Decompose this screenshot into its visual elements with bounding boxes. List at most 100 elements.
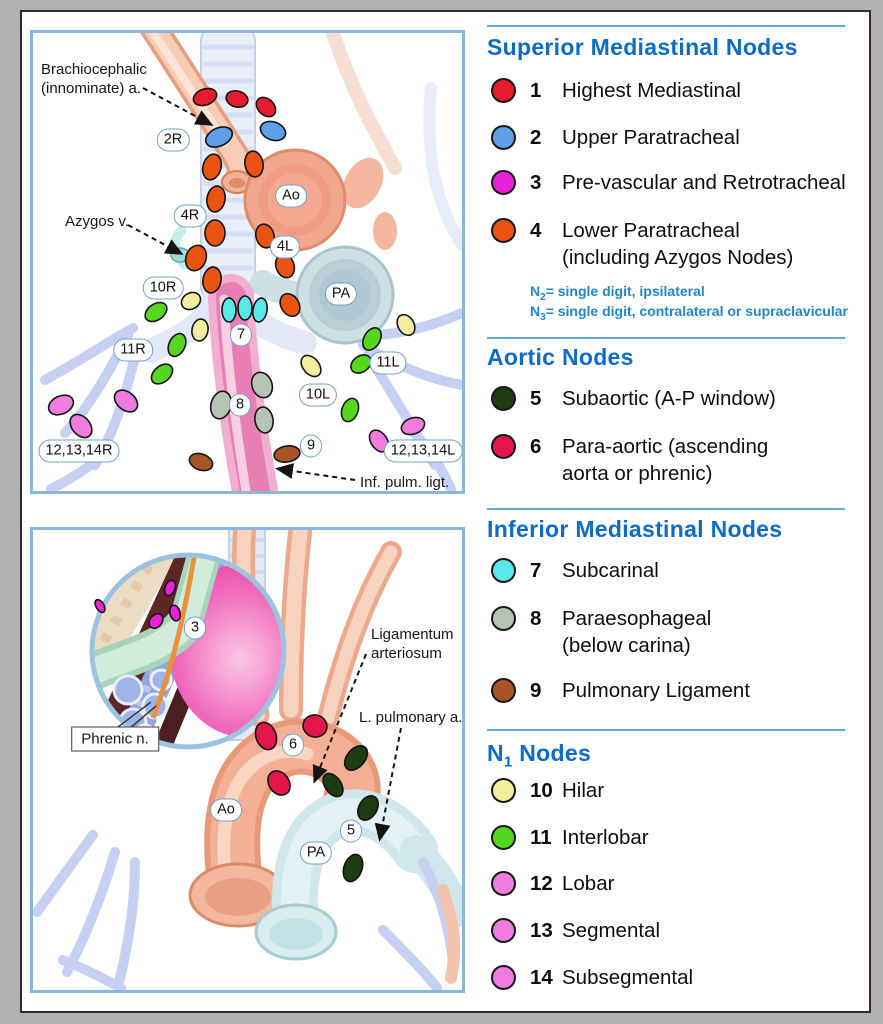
lymph-node-station-1 (225, 89, 249, 109)
pulmonary-artery (250, 245, 395, 345)
anatomy-label: Azygos v. (65, 213, 129, 230)
legend-item-7: 7 Subcarinal (491, 557, 659, 584)
anatomy-label: Inf. pulm. ligt. (360, 474, 450, 491)
legend-item-13: 13 Segmental (491, 917, 660, 944)
station-badge-Ao: Ao (210, 798, 242, 822)
station-number: 5 (530, 387, 542, 410)
anatomy-label: Brachiocephalic(innominate) a. (41, 61, 147, 97)
lymph-node-station-10 (191, 318, 209, 342)
lymph-node-station-7 (237, 295, 253, 321)
station-badge-10L: 10L (298, 383, 338, 407)
annotation-arrow (275, 463, 356, 481)
lymph-node-station-6 (302, 714, 328, 738)
station-number: 9 (530, 679, 542, 702)
pulmonary-artery (254, 789, 462, 961)
lymph-node-station-10 (396, 313, 416, 337)
station-number: 7 (530, 559, 542, 582)
station-number: 13 (530, 919, 553, 942)
station-label: Pre-vascular and Retrotracheal (562, 171, 846, 194)
aortopulmonary-illustration (33, 530, 462, 990)
lymph-node-station-1 (255, 96, 277, 118)
lymph-node-station-10 (300, 354, 322, 378)
legend-divider (487, 729, 845, 731)
lymph-node-station-7 (221, 297, 237, 323)
station-number: 3 (530, 171, 542, 194)
lymph-node-station-3 (94, 598, 106, 614)
lymph-node-station-6 (267, 770, 291, 796)
aorta (188, 718, 381, 928)
legend-item-2: 2 Upper Paratracheal (491, 124, 740, 151)
lymph-node-station-5 (342, 853, 364, 883)
station-badge-Ao: Ao (275, 184, 307, 208)
vessel (437, 884, 461, 984)
station-number: 12 (530, 872, 553, 895)
lymph-node-station-11 (362, 327, 382, 351)
annotation-arrow (127, 224, 184, 255)
node-color-swatch (491, 965, 516, 990)
lymph-node-station-11 (144, 301, 168, 323)
node-color-swatch (491, 871, 516, 896)
lymph-node-station-5 (357, 795, 379, 821)
legend-divider (487, 508, 845, 510)
lymph-node-station-4 (202, 266, 222, 294)
legend-section-title: Inferior Mediastinal Nodes (487, 516, 783, 542)
station-badge-3: 3 (183, 616, 207, 640)
annotation-arrow (374, 727, 402, 842)
legend-item-3: 3 Pre-vascular and Retrotracheal (491, 169, 846, 196)
node-color-swatch (491, 778, 516, 803)
lymph-node-station-4 (254, 223, 276, 249)
station-label: Segmental (562, 919, 661, 942)
lymph-node-station-5 (343, 745, 369, 771)
legend-section-title: N1 Nodes (487, 740, 592, 771)
legend-divider (487, 25, 845, 27)
station-badge-5: 5 (339, 819, 363, 843)
station-badge-PA: PA (299, 841, 333, 865)
station-badge-10R: 10R (142, 276, 184, 300)
node-color-swatch (491, 558, 516, 583)
lymph-node-station-11 (167, 332, 187, 358)
lymph-node-station-3 (163, 579, 177, 597)
station-badge-6: 6 (281, 733, 305, 757)
lymph-node-station-4 (204, 219, 226, 247)
station-number: 6 (530, 435, 542, 458)
anatomy-label: L. pulmonary a. (359, 709, 463, 726)
node-color-swatch (491, 125, 516, 150)
lymph-node-station-3 (168, 604, 182, 622)
station-badge-7: 7 (229, 323, 253, 347)
lymph-node-station-7 (251, 297, 269, 323)
station-number: 1 (530, 79, 542, 102)
legend-section-title: Superior Mediastinal Nodes (487, 34, 798, 60)
lymph-node-station-11 (150, 363, 174, 385)
lymph-node-station-9 (188, 452, 214, 472)
station-badge-11L: 11L (369, 351, 407, 375)
lymph-node-station-12 (113, 389, 139, 413)
station-number: 10 (530, 779, 553, 802)
anatomy-label: Phrenic n. (71, 726, 159, 752)
station-label: Subcarinal (562, 559, 659, 582)
station-number: 2 (530, 126, 542, 149)
station-number: 8 (530, 607, 542, 630)
node-color-swatch (491, 78, 516, 103)
lymph-node-station-12 (69, 413, 93, 439)
node-color-swatch (491, 825, 516, 850)
node-color-swatch (491, 606, 516, 631)
phrenic-pointer-line (117, 701, 157, 730)
lymph-node-station-12 (47, 394, 75, 416)
station-badge-2R: 2R (156, 128, 190, 152)
lung-branches (33, 830, 458, 990)
station-label: Upper Paratracheal (562, 126, 740, 149)
station-badge-12,13,14R: 12,13,14R (38, 439, 120, 463)
annotation-arrow (142, 87, 214, 126)
station-label: Hilar (562, 779, 605, 802)
station-badge-12,13,14L: 12,13,14L (383, 439, 462, 463)
lymph-node-station-2 (204, 126, 234, 148)
lymph-node-station-4 (184, 244, 208, 272)
